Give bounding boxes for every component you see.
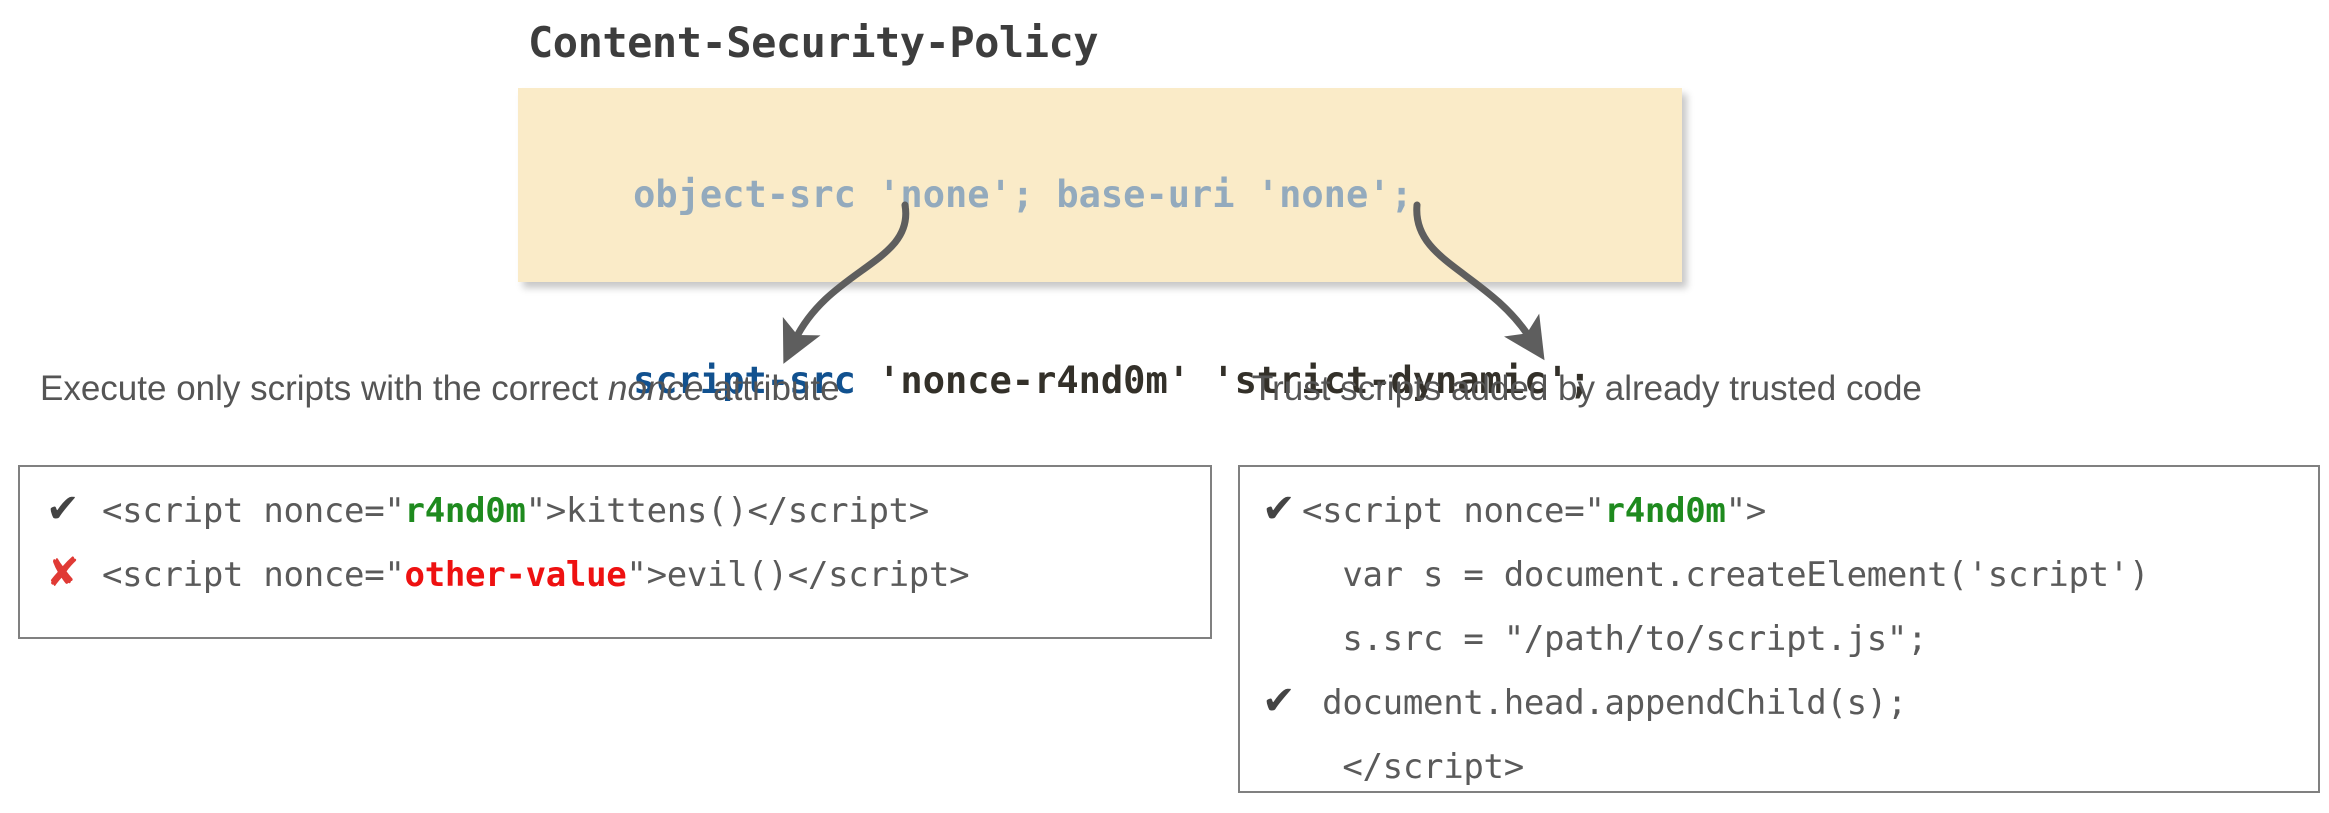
example-box-strict-dynamic: ✔ <script nonce="r4nd0m"> ✔ var s = docu… [1238, 465, 2320, 793]
policy-line-1: object-src 'none'; base-uri 'none'; [544, 102, 1682, 288]
code-line: <script nonce="other-value">evil()</scri… [102, 555, 970, 595]
code-post: "> [1725, 491, 1767, 531]
caption-left: Execute only scripts with the correct no… [40, 369, 840, 409]
caption-left-prefix: Execute only scripts with the correct [40, 369, 608, 408]
code-row: ✔ <script nonce="r4nd0m"> [1262, 489, 2318, 553]
mark-placeholder: ✔ [1262, 617, 1302, 657]
code-post: ">evil()</script> [626, 555, 970, 595]
code-line: <script nonce="r4nd0m">kittens()</script… [102, 491, 929, 531]
code-row: ✔ s.src = "/path/to/script.js"; [1262, 617, 2318, 681]
code-row: ✔ var s = document.createElement('script… [1262, 553, 2318, 617]
mark-placeholder: ✔ [1262, 745, 1302, 785]
script-src-values: 'nonce-r4nd0m' 'strict-dynamic'; [855, 359, 1591, 402]
check-icon: ✔ [1262, 486, 1296, 532]
mark-placeholder: ✔ [1262, 553, 1302, 593]
policy-line-1-text: object-src 'none'; base-uri 'none'; [633, 173, 1413, 216]
script-src-directive: script-src [633, 359, 856, 402]
nonce-value: r4nd0m [1604, 491, 1726, 531]
code-pre: <script nonce=" [1302, 491, 1605, 531]
code-line: var s = document.createElement('script') [1302, 555, 2150, 595]
code-line: s.src = "/path/to/script.js"; [1302, 619, 1928, 659]
code-post: ">kittens()</script> [525, 491, 930, 531]
cross-icon: ✘ [46, 550, 80, 596]
caption-left-italic-nonce: nonce [608, 369, 704, 408]
caption-right: Trust scripts added by already trusted c… [1252, 369, 1922, 408]
code-row: ✔ </script> [1262, 745, 2318, 809]
code-row: ✔ <script nonce="r4nd0m">kittens()</scri… [46, 489, 1210, 553]
csp-policy-block: object-src 'none'; base-uri 'none'; scri… [518, 88, 1682, 402]
code-row: ✘ <script nonce="other-value">evil()</sc… [46, 553, 1210, 617]
nonce-value: other-value [404, 555, 627, 595]
code-line: <script nonce="r4nd0m"> [1302, 491, 1766, 531]
code-pre: <script nonce=" [102, 491, 405, 531]
code-pre: <script nonce=" [102, 555, 405, 595]
code-line: </script> [1302, 747, 1524, 787]
caption-left-suffix: attribute [703, 369, 840, 408]
check-icon: ✔ [46, 486, 80, 532]
nonce-value: r4nd0m [404, 491, 526, 531]
page-title: Content-Security-Policy [528, 18, 1099, 67]
code-line: document.head.appendChild(s); [1302, 683, 1908, 723]
policy-line-2: script-src 'nonce-r4nd0m' 'strict-dynami… [544, 288, 1682, 474]
check-icon: ✔ [1262, 678, 1296, 724]
code-row: ✔ document.head.appendChild(s); [1262, 681, 2318, 745]
example-box-nonce: ✔ <script nonce="r4nd0m">kittens()</scri… [18, 465, 1212, 639]
